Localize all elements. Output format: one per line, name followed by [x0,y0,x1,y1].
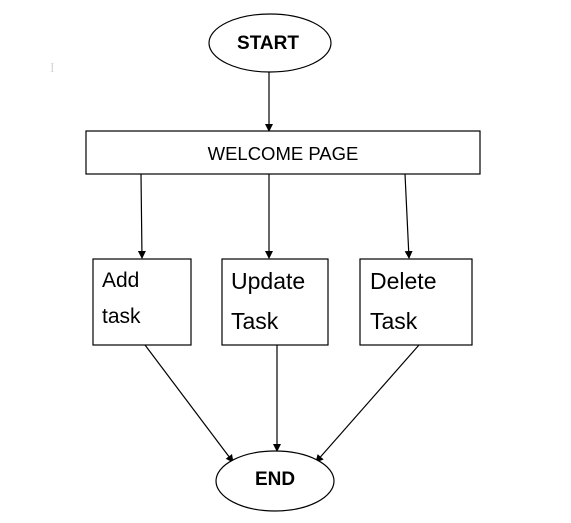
welcome-box [85,130,481,175]
node-end: END [215,450,335,512]
node-delete-task: Delete Task [359,258,473,346]
delete-task-line-1: Delete [370,268,436,294]
text-cursor-mark: I [50,61,55,76]
welcome-label: WELCOME PAGE [208,143,359,164]
edge-add-to-end [144,344,234,463]
node-update-task: Update Task [221,258,329,346]
end-ellipse [215,450,335,512]
add-task-line-2: task [102,305,141,328]
start-label: START [237,33,299,54]
edge-welcome-to-delete [404,173,413,259]
add-task-line-1: Add [102,269,139,292]
node-welcome-page: WELCOME PAGE [85,130,481,175]
update-task-line-2: Task [231,308,279,334]
edge-welcome-to-add [137,173,146,259]
end-label: END [255,469,295,490]
node-start: START [208,13,332,73]
update-task-line-1: Update [231,268,305,294]
start-ellipse [208,13,332,73]
update-task-box [221,258,329,346]
delete-task-box [359,258,473,346]
edges [137,72,420,463]
add-task-box [92,258,192,346]
delete-task-line-2: Task [370,308,418,334]
node-add-task: Add task [92,258,192,346]
edge-delete-to-end [315,344,420,463]
